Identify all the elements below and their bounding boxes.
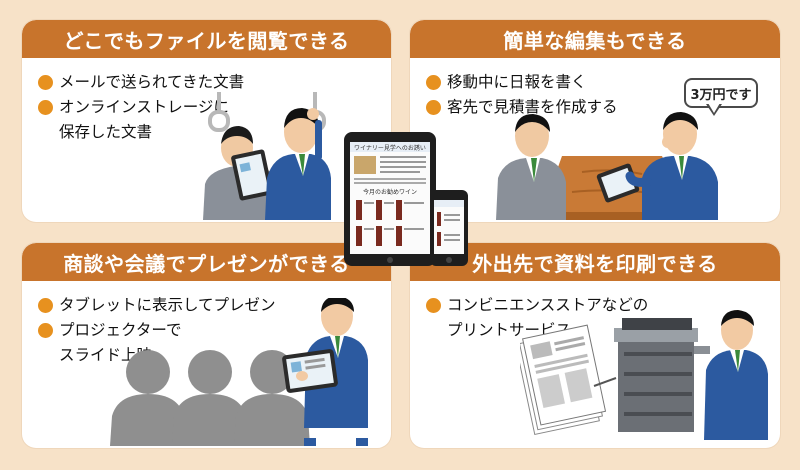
train-commuters-illustration [203, 92, 331, 220]
list-item: プロジェクターで スライド上映 [38, 318, 276, 368]
office-meeting-illustration [496, 112, 718, 220]
item-list: 移動中に日報を書く 客先で見積書を作成する [426, 70, 618, 120]
bullet-icon [38, 298, 53, 313]
list-item: コンビニエンスストアなどの プリントサービス [426, 293, 648, 343]
panel-title: 商談や会議でプレゼンができる [22, 243, 391, 281]
item-list: メールで送られてきた文書 オンラインストレージに 保存した文書 [38, 70, 244, 145]
printer-illustration [520, 310, 768, 440]
panel-title: どこでもファイルを閲覧できる [22, 20, 391, 58]
tablet-section-text: 今月のお勧めワイン [363, 188, 417, 196]
bullet-icon [38, 75, 53, 90]
bullet-icon [38, 100, 53, 115]
bullet-icon [426, 100, 441, 115]
tablet-header-text: ワイナリー見学へのお誘い [354, 144, 426, 152]
list-item: タブレットに表示してプレゼン [38, 293, 276, 318]
bullet-icon [426, 298, 441, 313]
list-item: メールで送られてきた文書 [38, 70, 244, 95]
panel-title: 簡単な編集もできる [410, 20, 780, 58]
presentation-illustration [110, 298, 368, 446]
item-list: コンビニエンスストアなどの プリントサービス [426, 293, 648, 343]
list-item: 移動中に日報を書く [426, 70, 618, 95]
list-item: オンラインストレージに 保存した文書 [38, 95, 244, 145]
panel-easy-edit: 簡単な編集もできる 移動中に日報を書く 客先で見積書を作成する [410, 20, 780, 222]
list-item: 客先で見積書を作成する [426, 95, 618, 120]
bullet-icon [38, 323, 53, 338]
speech-bubble-tail-inner [708, 103, 720, 113]
bullet-icon [426, 75, 441, 90]
panel-title: 外出先で資料を印刷できる [410, 243, 780, 281]
item-list: タブレットに表示してプレゼン プロジェクターで スライド上映 [38, 293, 276, 368]
tablet-and-phone-illustration: ワイナリー見学へのお誘い 今月のお勧めワイン [344, 132, 468, 266]
speech-bubble: 3万円です [684, 78, 758, 108]
